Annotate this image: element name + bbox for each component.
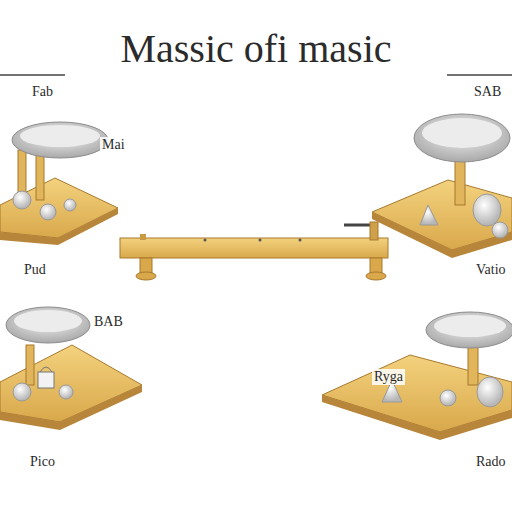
scale-station bbox=[0, 307, 142, 430]
part-label: Fab bbox=[30, 84, 55, 100]
part-label: Vatio bbox=[474, 262, 508, 278]
part-label: Ryga bbox=[372, 369, 405, 385]
scale-station bbox=[322, 312, 512, 440]
part-label: Mai bbox=[100, 137, 127, 153]
balance-beam bbox=[120, 222, 388, 280]
diagram-title: Massic ofi masic bbox=[120, 25, 391, 72]
scale-station bbox=[372, 114, 512, 258]
part-label: BAB bbox=[92, 314, 125, 330]
part-label: Rado bbox=[474, 454, 508, 470]
part-label: SAB bbox=[472, 84, 503, 100]
part-label: Pud bbox=[22, 262, 48, 278]
part-label: Pico bbox=[28, 454, 57, 470]
